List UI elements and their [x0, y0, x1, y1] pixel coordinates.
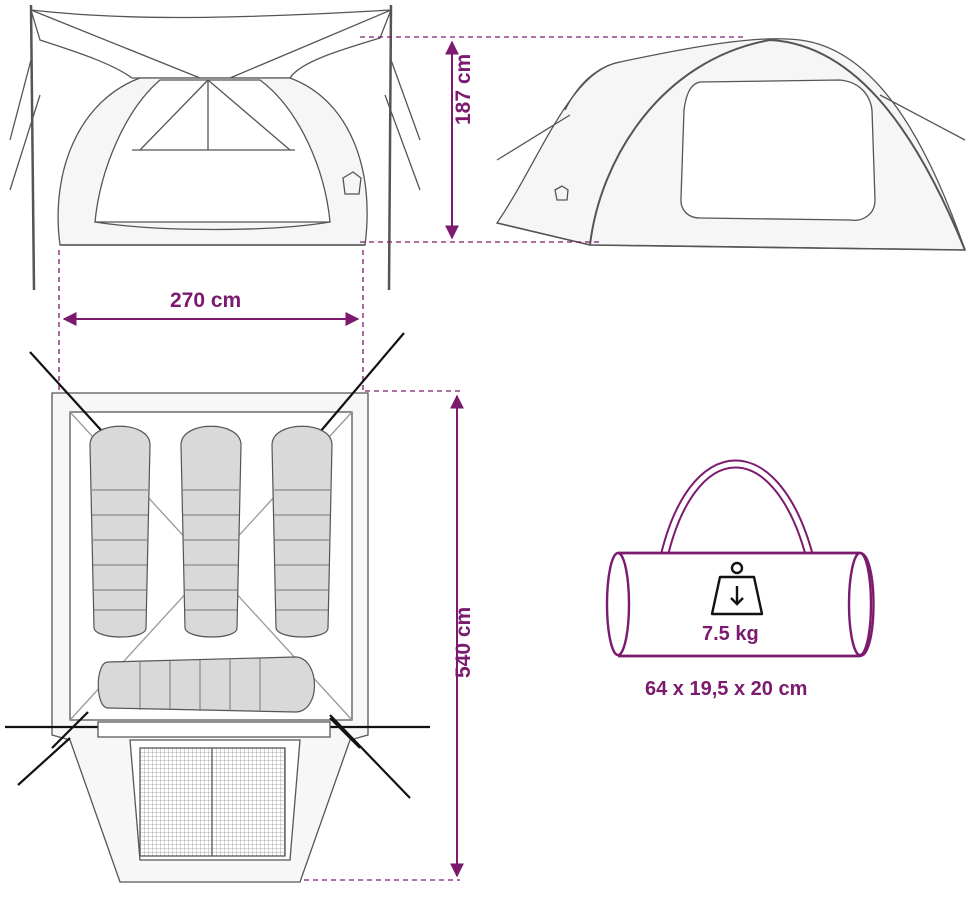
sleeping-bag — [180, 425, 242, 638]
canopy-pole-right — [387, 4, 393, 291]
sleeping-bag — [97, 656, 316, 713]
tent-side-view — [495, 38, 966, 251]
canopy-seam — [30, 9, 201, 79]
tent-floor-plan — [5, 332, 430, 883]
length-label: 540 cm — [452, 606, 475, 678]
pack-size-label: 64 x 19,5 x 20 cm — [645, 678, 808, 700]
tent-front-view — [9, 4, 421, 291]
canopy-pole-left — [29, 4, 36, 291]
duffel-bag — [605, 459, 875, 658]
bag-end — [605, 551, 631, 657]
sleeping-bag — [271, 425, 333, 638]
brand-logo-icon — [342, 171, 362, 195]
brand-logo-icon — [554, 185, 569, 201]
bag-handle — [657, 459, 817, 568]
tent-window — [680, 79, 876, 221]
height-label: 187 cm — [452, 53, 475, 125]
weight-label: 7.5 kg — [702, 623, 759, 645]
sleeping-bags — [89, 425, 333, 713]
canopy — [30, 9, 392, 79]
tent-door — [94, 79, 331, 223]
width-label: 270 cm — [170, 289, 242, 312]
dimension-lines — [58, 36, 745, 881]
weight-icon — [710, 561, 764, 616]
bag-end — [847, 551, 873, 657]
canopy-seam — [229, 9, 392, 79]
sleeping-bag — [89, 425, 151, 638]
